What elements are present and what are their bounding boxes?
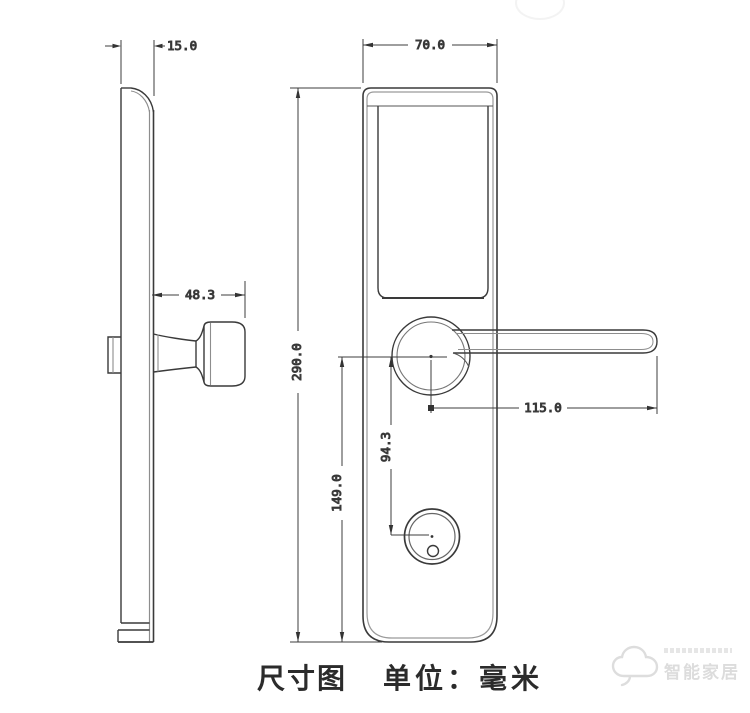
dim-label-plate-thickness: 15.0 <box>167 38 197 53</box>
dim-label-handle-depth: 48.3 <box>185 287 215 302</box>
dimensions: 15.0 70.0 48.3 <box>105 37 658 643</box>
dimension-plate-height: 290.0 <box>289 87 382 643</box>
knob-profile <box>153 321 246 387</box>
dim-label-plate-width: 70.0 <box>415 37 445 52</box>
card-reader-panel <box>377 106 489 299</box>
lever-arm-inner <box>456 333 654 350</box>
dim-label-handle-to-cylinder: 94.3 <box>378 432 393 462</box>
front-plate <box>362 87 498 643</box>
cylinder-center-mark <box>430 535 434 538</box>
dimension-handle-depth: 48.3 <box>152 281 246 318</box>
dimension-plate-thickness: 15.0 <box>105 38 198 96</box>
lever-handle <box>391 316 658 396</box>
dimension-lever-length: 115.0 <box>428 356 658 416</box>
watermark-small-text <box>664 647 732 653</box>
latch-bolt <box>107 336 121 374</box>
dim-label-handle-to-bottom: 149.0 <box>329 474 344 512</box>
watermark-text: 智能家居 <box>664 662 740 682</box>
caption-unit-label: 单位：毫米 <box>383 663 544 694</box>
dim-label-lever-length: 115.0 <box>524 400 562 415</box>
key-cylinder <box>403 508 461 565</box>
side-view <box>107 87 246 643</box>
dimension-handle-to-cylinder: 94.3 <box>378 357 429 536</box>
front-view <box>362 87 658 643</box>
caption: 尺寸图 单位：毫米 <box>0 660 750 704</box>
dim-label-plate-height: 290.0 <box>289 343 304 381</box>
cloud-icon <box>611 645 659 687</box>
dim-origin-square <box>428 405 434 411</box>
side-plate <box>117 87 155 643</box>
watermark: 智能家居 <box>610 636 744 694</box>
dimension-handle-to-bottom: 149.0 <box>329 356 447 642</box>
lever-arm <box>452 329 658 354</box>
dimension-plate-width: 70.0 <box>362 37 498 83</box>
keyhole-dot <box>426 544 440 558</box>
caption-title: 尺寸图 <box>257 663 348 694</box>
